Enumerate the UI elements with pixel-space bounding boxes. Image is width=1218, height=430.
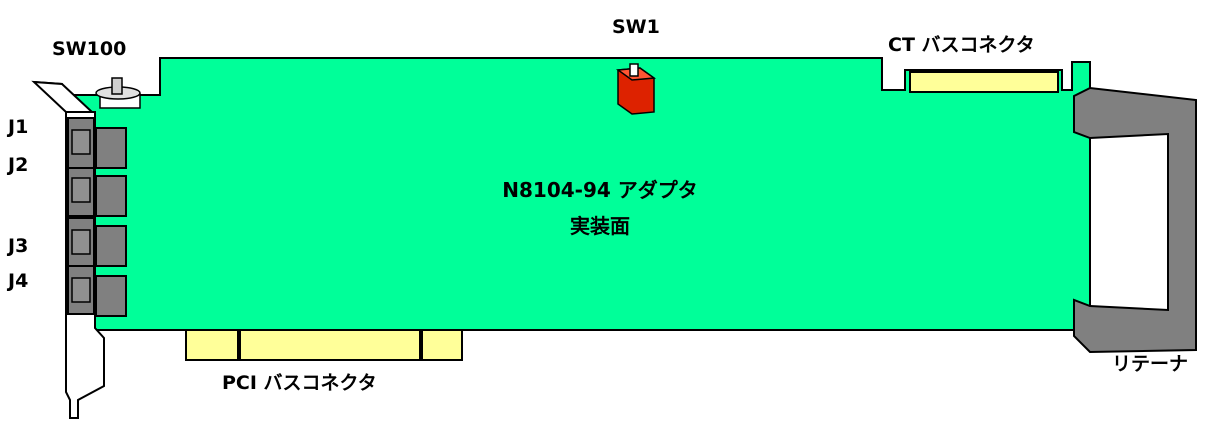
- label-sw100: SW100: [52, 38, 127, 60]
- label-j2: J2: [8, 154, 29, 176]
- switch-sw100: [95, 77, 141, 109]
- ct-bus-connector: [909, 71, 1059, 93]
- label-ct-bus-connector: CT バスコネクタ: [888, 34, 1035, 56]
- label-adapter-name: N8104-94 アダプタ: [502, 178, 698, 202]
- jack-j1: [67, 117, 127, 169]
- label-mount-side: 実装面: [570, 214, 630, 238]
- label-sw1: SW1: [612, 16, 660, 38]
- pci-bus-connector: [185, 329, 463, 361]
- label-retainer: リテーナ: [1112, 353, 1189, 375]
- label-pci-bus-connector: PCI バスコネクタ: [222, 372, 377, 394]
- switch-sw1: [615, 63, 657, 115]
- jack-j3: [67, 217, 127, 267]
- retainer-bracket: [1073, 86, 1197, 354]
- bracket-tab: [31, 80, 95, 113]
- label-j4: J4: [8, 270, 29, 292]
- label-j3: J3: [8, 235, 29, 257]
- jack-j4: [67, 265, 127, 317]
- adapter-board: [67, 57, 1091, 331]
- jack-j2: [67, 167, 127, 217]
- label-j1: J1: [8, 116, 29, 138]
